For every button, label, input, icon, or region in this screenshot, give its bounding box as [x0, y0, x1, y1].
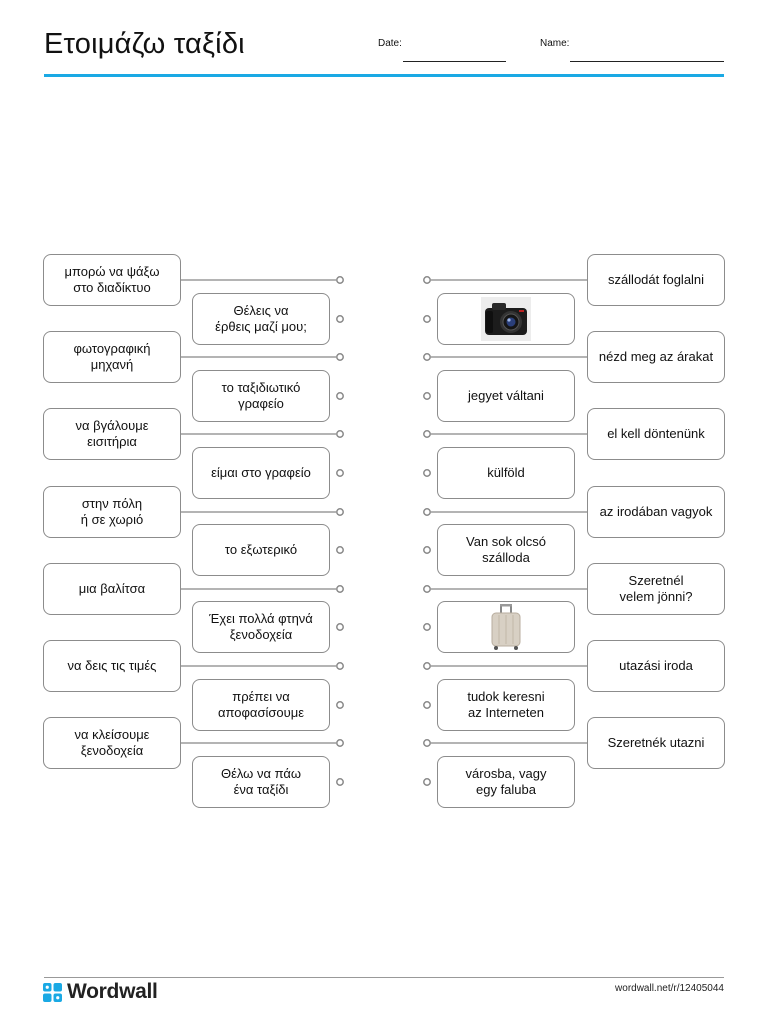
right-inner-card[interactable]: jegyet váltani [437, 370, 575, 422]
right-card[interactable]: az irodában vagyok [587, 486, 725, 538]
left-inner-card[interactable]: Θέλεις να έρθεις μαζί μου; [192, 293, 330, 345]
left-inner-card[interactable]: Θέλω να πάω ένα ταξίδι [192, 756, 330, 808]
date-field[interactable] [403, 61, 506, 62]
left-card[interactable]: να κλείσουμε ξενοδοχεία [43, 717, 181, 769]
right-card[interactable]: szállodát foglalni [587, 254, 725, 306]
left-card[interactable]: στην πόλη ή σε χωριό [43, 486, 181, 538]
left-inner-card[interactable]: πρέπει να αποφασίσουμε [192, 679, 330, 731]
brand-name: Wordwall [67, 980, 158, 1003]
left-card[interactable]: μπορώ να ψάξω στο διαδίκτυο [43, 254, 181, 306]
left-card[interactable]: να βγάλουμε εισιτήρια [43, 408, 181, 460]
left-card[interactable]: μια βαλίτσα [43, 563, 181, 615]
camera-image-icon [481, 297, 531, 341]
date-label: Date: [378, 38, 402, 49]
right-card[interactable]: Szeretnél velem jönni? [587, 563, 725, 615]
left-inner-card[interactable]: το ταξιδιωτικό γραφείο [192, 370, 330, 422]
right-card[interactable]: Szeretnék utazni [587, 717, 725, 769]
left-inner-card[interactable]: είμαι στο γραφείο [192, 447, 330, 499]
right-card[interactable]: nézd meg az árakat [587, 331, 725, 383]
footer-divider [44, 977, 724, 978]
right-inner-card[interactable]: tudok keresni az Interneten [437, 679, 575, 731]
right-inner-card[interactable]: városba, vagy egy faluba [437, 756, 575, 808]
camera-card[interactable] [437, 293, 575, 345]
page-title: Ετοιμάζω ταξίδι [44, 28, 245, 60]
wordwall-logo[interactable]: Wordwall [43, 980, 158, 1003]
right-inner-card[interactable]: külföld [437, 447, 575, 499]
wordwall-logo-icon [43, 982, 62, 1002]
activity-url[interactable]: wordwall.net/r/12405044 [615, 983, 724, 994]
right-card[interactable]: el kell döntenünk [587, 408, 725, 460]
left-inner-card[interactable]: το εξωτερικό [192, 524, 330, 576]
name-label: Name: [540, 38, 570, 49]
left-inner-card[interactable]: Έχει πολλά φτηνά ξενοδοχεία [192, 601, 330, 653]
name-field[interactable] [570, 61, 724, 62]
suitcase-image-icon [491, 604, 521, 650]
right-card[interactable]: utazási iroda [587, 640, 725, 692]
right-inner-card[interactable]: Van sok olcsó szálloda [437, 524, 575, 576]
left-card[interactable]: φωτογραφική μηχανή [43, 331, 181, 383]
header-divider [44, 74, 724, 77]
suitcase-card[interactable] [437, 601, 575, 653]
left-card[interactable]: να δεις τις τιμές [43, 640, 181, 692]
